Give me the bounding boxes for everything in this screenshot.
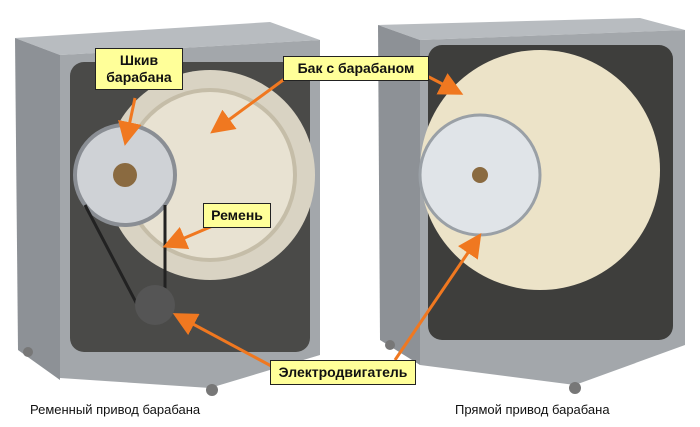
belt	[83, 204, 142, 311]
caption-direct-drive: Прямой привод барабана	[455, 402, 610, 417]
direct-drive-machine	[378, 18, 685, 394]
label-tank: Бак с барабаном	[283, 56, 429, 81]
pointer-arrows	[118, 73, 482, 370]
motor	[135, 285, 175, 325]
label-pulley: Шкив барабана	[95, 48, 183, 90]
label-motor: Электродвигатель	[270, 360, 416, 385]
label-belt: Ремень	[203, 203, 271, 228]
caption-belt-drive: Ременный привод барабана	[30, 402, 201, 417]
